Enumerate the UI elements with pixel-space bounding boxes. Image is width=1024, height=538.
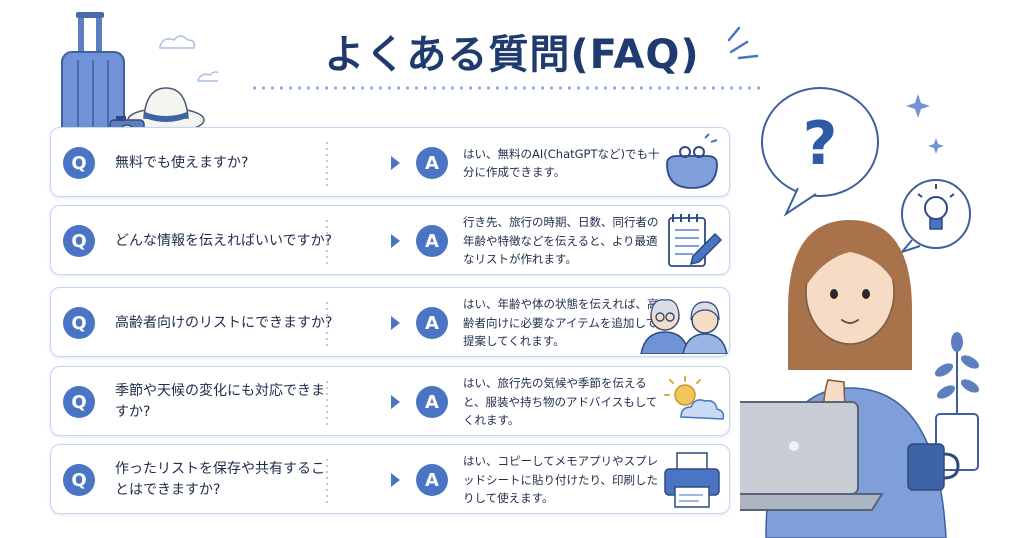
hat-icon <box>127 87 205 133</box>
faq-item: Q 季節や天候の変化にも対応できますか? A はい、旅行先の気候や季節を伝えると… <box>50 366 730 436</box>
arrow-right-icon <box>391 473 400 487</box>
title-wrap: よくある質問(FAQ) <box>0 22 1024 80</box>
answer-text: はい、旅行先の気候や季節を伝えると、服装や持ち物のアドバイスもしてくれます。 <box>463 376 658 428</box>
answer-badge: A <box>416 147 448 179</box>
printer-icon <box>664 452 720 508</box>
elderly-couple-icon <box>640 299 728 354</box>
question-text: 季節や天候の変化にも対応できますか? <box>115 383 325 420</box>
question-text: 無料でも使えますか? <box>115 154 249 171</box>
arrow-right-icon <box>391 316 400 330</box>
question-text: どんな情報を伝えればいいですか? <box>115 232 333 249</box>
arrow-right-icon <box>391 395 400 409</box>
faq-item: Q 無料でも使えますか? A はい、無料のAI(ChatGPTなど)でも十分に作… <box>50 127 730 197</box>
answer-text: 行き先、旅行の時期、日数、同行者の年齢や特徴などを伝えると、より最適なリストが作… <box>463 215 659 267</box>
divider <box>326 379 328 425</box>
question-text: 高齢者向けのリストにできますか? <box>115 314 333 331</box>
woman-with-laptop-illustration: ? <box>740 87 980 538</box>
laptop-icon <box>740 401 884 511</box>
mug-icon <box>907 443 960 491</box>
arrow-right-icon <box>391 234 400 248</box>
cloud-icon <box>159 35 196 49</box>
cloud-icon <box>197 71 218 82</box>
faq-item: Q 高齢者向けのリストにできますか? A はい、年齢や体の状態を伝えれば、高齢者… <box>50 287 730 357</box>
sparkle-icon <box>906 94 944 154</box>
faq-item: Q 作ったリストを保存や共有することはできますか? A はい、コピーしてメモアプ… <box>50 444 730 514</box>
answer-text: はい、年齢や体の状態を伝えれば、高齢者向けに必要なアイテムを追加して提案してくれ… <box>463 297 659 349</box>
answer-text: はい、コピーしてメモアプリやスプレッドシートに貼り付けたり、印刷したりして使えま… <box>463 454 659 506</box>
answer-badge: A <box>416 225 448 257</box>
answer-badge: A <box>416 307 448 339</box>
question-badge: Q <box>63 464 95 496</box>
title-underline <box>250 86 760 90</box>
page-title: よくある質問(FAQ) <box>324 32 700 78</box>
divider <box>326 457 328 503</box>
lightbulb-bubble-icon <box>898 179 971 255</box>
question-badge: Q <box>63 386 95 418</box>
question-badge: Q <box>63 225 95 257</box>
question-bubble-icon: ? <box>761 87 879 217</box>
divider <box>326 140 328 186</box>
question-badge: Q <box>63 147 95 179</box>
question-text: 作ったリストを保存や共有することはできますか? <box>115 461 325 498</box>
answer-badge: A <box>416 464 448 496</box>
faq-item: Q どんな情報を伝えればいいですか? A 行き先、旅行の時期、日数、同行者の年齢… <box>50 205 730 275</box>
divider <box>326 300 328 346</box>
coin-purse-icon <box>666 133 718 189</box>
answer-badge: A <box>416 386 448 418</box>
notepad-pencil-icon <box>668 214 723 267</box>
plant-icon <box>934 332 980 471</box>
question-badge: Q <box>63 307 95 339</box>
sparkle-lines-icon <box>727 26 759 60</box>
divider <box>326 218 328 264</box>
answer-text: はい、無料のAI(ChatGPTなど)でも十分に作成できます。 <box>463 146 660 179</box>
arrow-right-icon <box>391 156 400 170</box>
svg-text:?: ? <box>803 109 838 179</box>
sun-cloud-icon <box>664 376 725 420</box>
